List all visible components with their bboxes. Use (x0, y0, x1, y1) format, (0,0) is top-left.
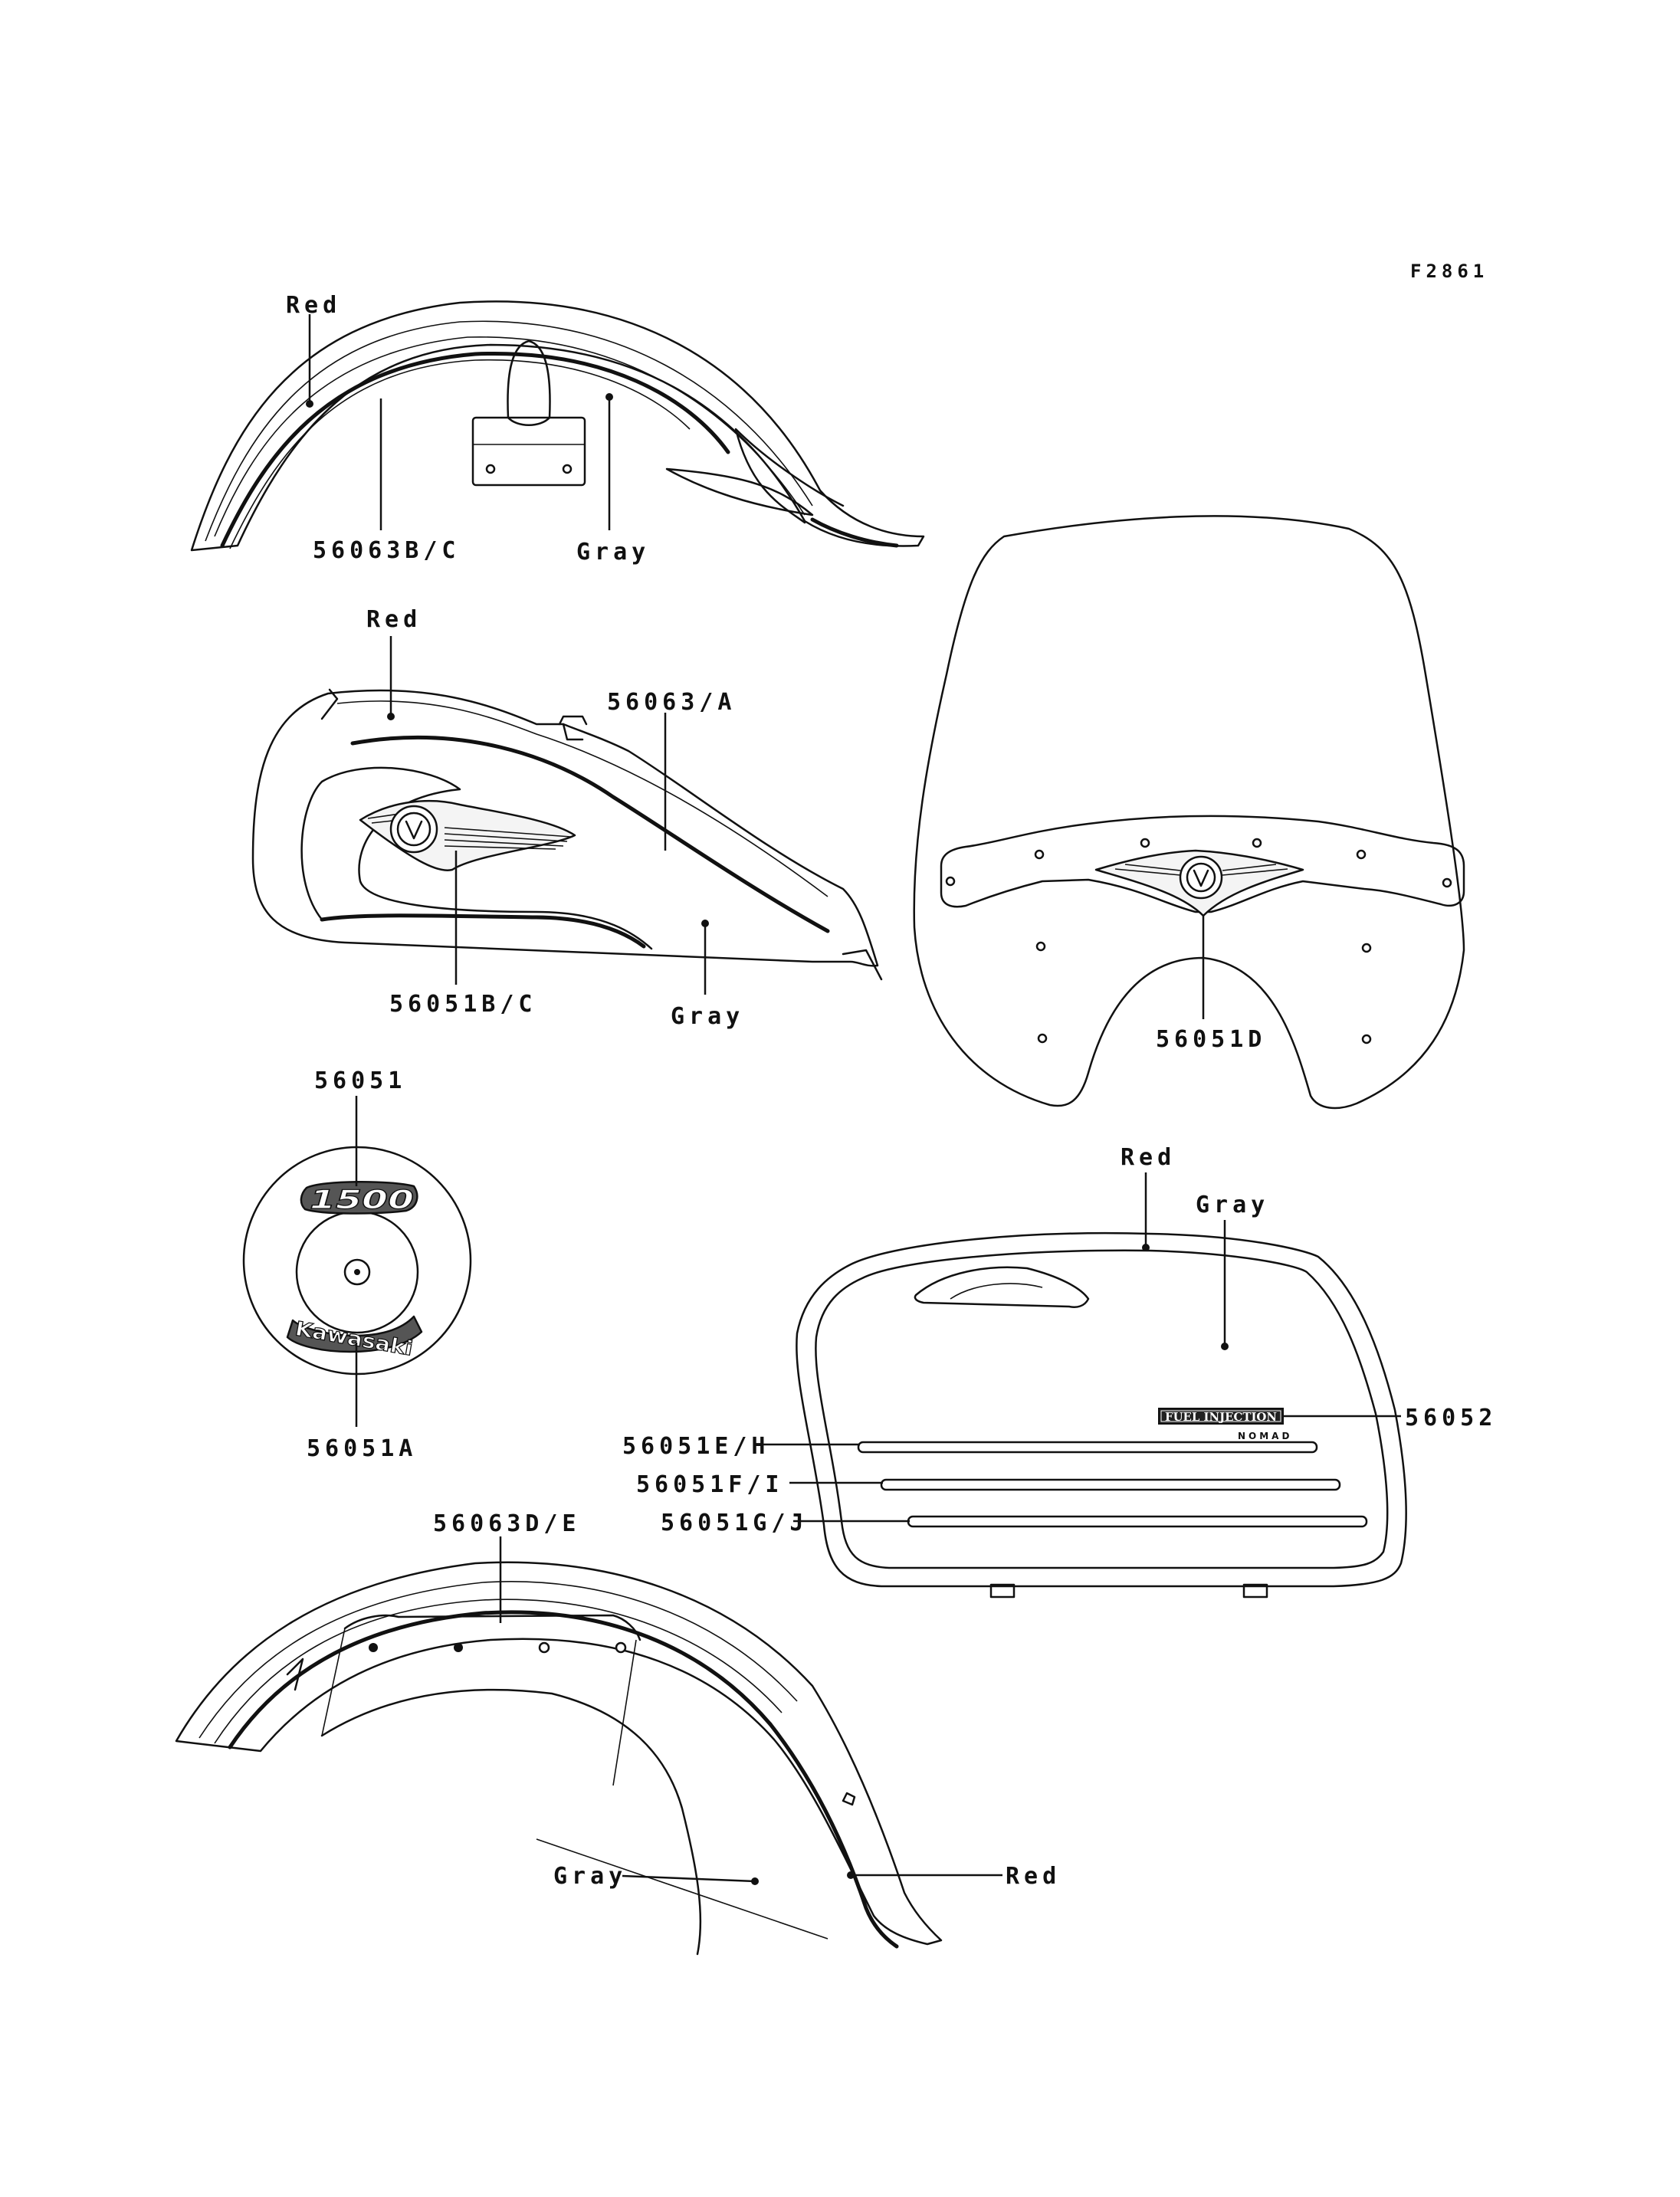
side-cover-bottom-label: 56051A (307, 1435, 417, 1462)
side-cover-brand-text: Kawasaki (294, 1317, 415, 1360)
saddlebag-red-label: Red (1121, 1144, 1176, 1171)
fuel-tank-red-label: Red (366, 606, 422, 633)
figure-code: F2861 (1410, 261, 1488, 282)
saddlebag-plate-label: 56052 (1405, 1405, 1497, 1431)
front-fender-gray-label: Gray (576, 539, 650, 566)
plate-subtext: NOMAD (1238, 1431, 1292, 1441)
front-fender-part-label: 56063B/C (313, 537, 461, 564)
front-fender (190, 300, 925, 552)
side-cover-top-label: 56051 (314, 1067, 406, 1094)
saddlebag-gray-label: Gray (1196, 1192, 1269, 1218)
front-fender-red-label: Red (286, 292, 341, 319)
saddlebag-stripe-label-3: 56051G/J (661, 1510, 809, 1536)
rear-fender-gray-label: Gray (553, 1863, 627, 1890)
fuel-tank-emblem-label: 56051B/C (389, 991, 537, 1018)
saddlebag: FUEL INJECTION NOMAD (796, 1231, 1407, 1599)
fuel-tank (251, 688, 883, 981)
windshield-emblem-label: 56051D (1156, 1026, 1266, 1053)
side-cover-1500-badge: 1500 (300, 1181, 418, 1216)
side-cover-kawasaki-badge: Kawasaki (286, 1315, 423, 1361)
side-cover-badge-text: 1500 (310, 1185, 414, 1215)
windshield (913, 515, 1465, 1110)
fuel-tank-gray-label: Gray (671, 1003, 744, 1030)
saddlebag-stripe-label-2: 56051F/I (636, 1471, 784, 1498)
plate-text: FUEL INJECTION (1165, 1410, 1277, 1424)
saddlebag-stripe-label-1: 56051E/H (622, 1433, 770, 1460)
fuel-tank-stripe-label: 56063/A (607, 689, 736, 716)
rear-fender (175, 1561, 943, 1956)
windshield-v-emblem (1094, 849, 1304, 917)
fuel-injection-plate: FUEL INJECTION NOMAD (1158, 1408, 1292, 1441)
rear-fender-stripe-label: 56063D/E (433, 1510, 581, 1537)
tank-v-emblem (359, 799, 576, 871)
rear-fender-red-label: Red (1006, 1863, 1061, 1890)
